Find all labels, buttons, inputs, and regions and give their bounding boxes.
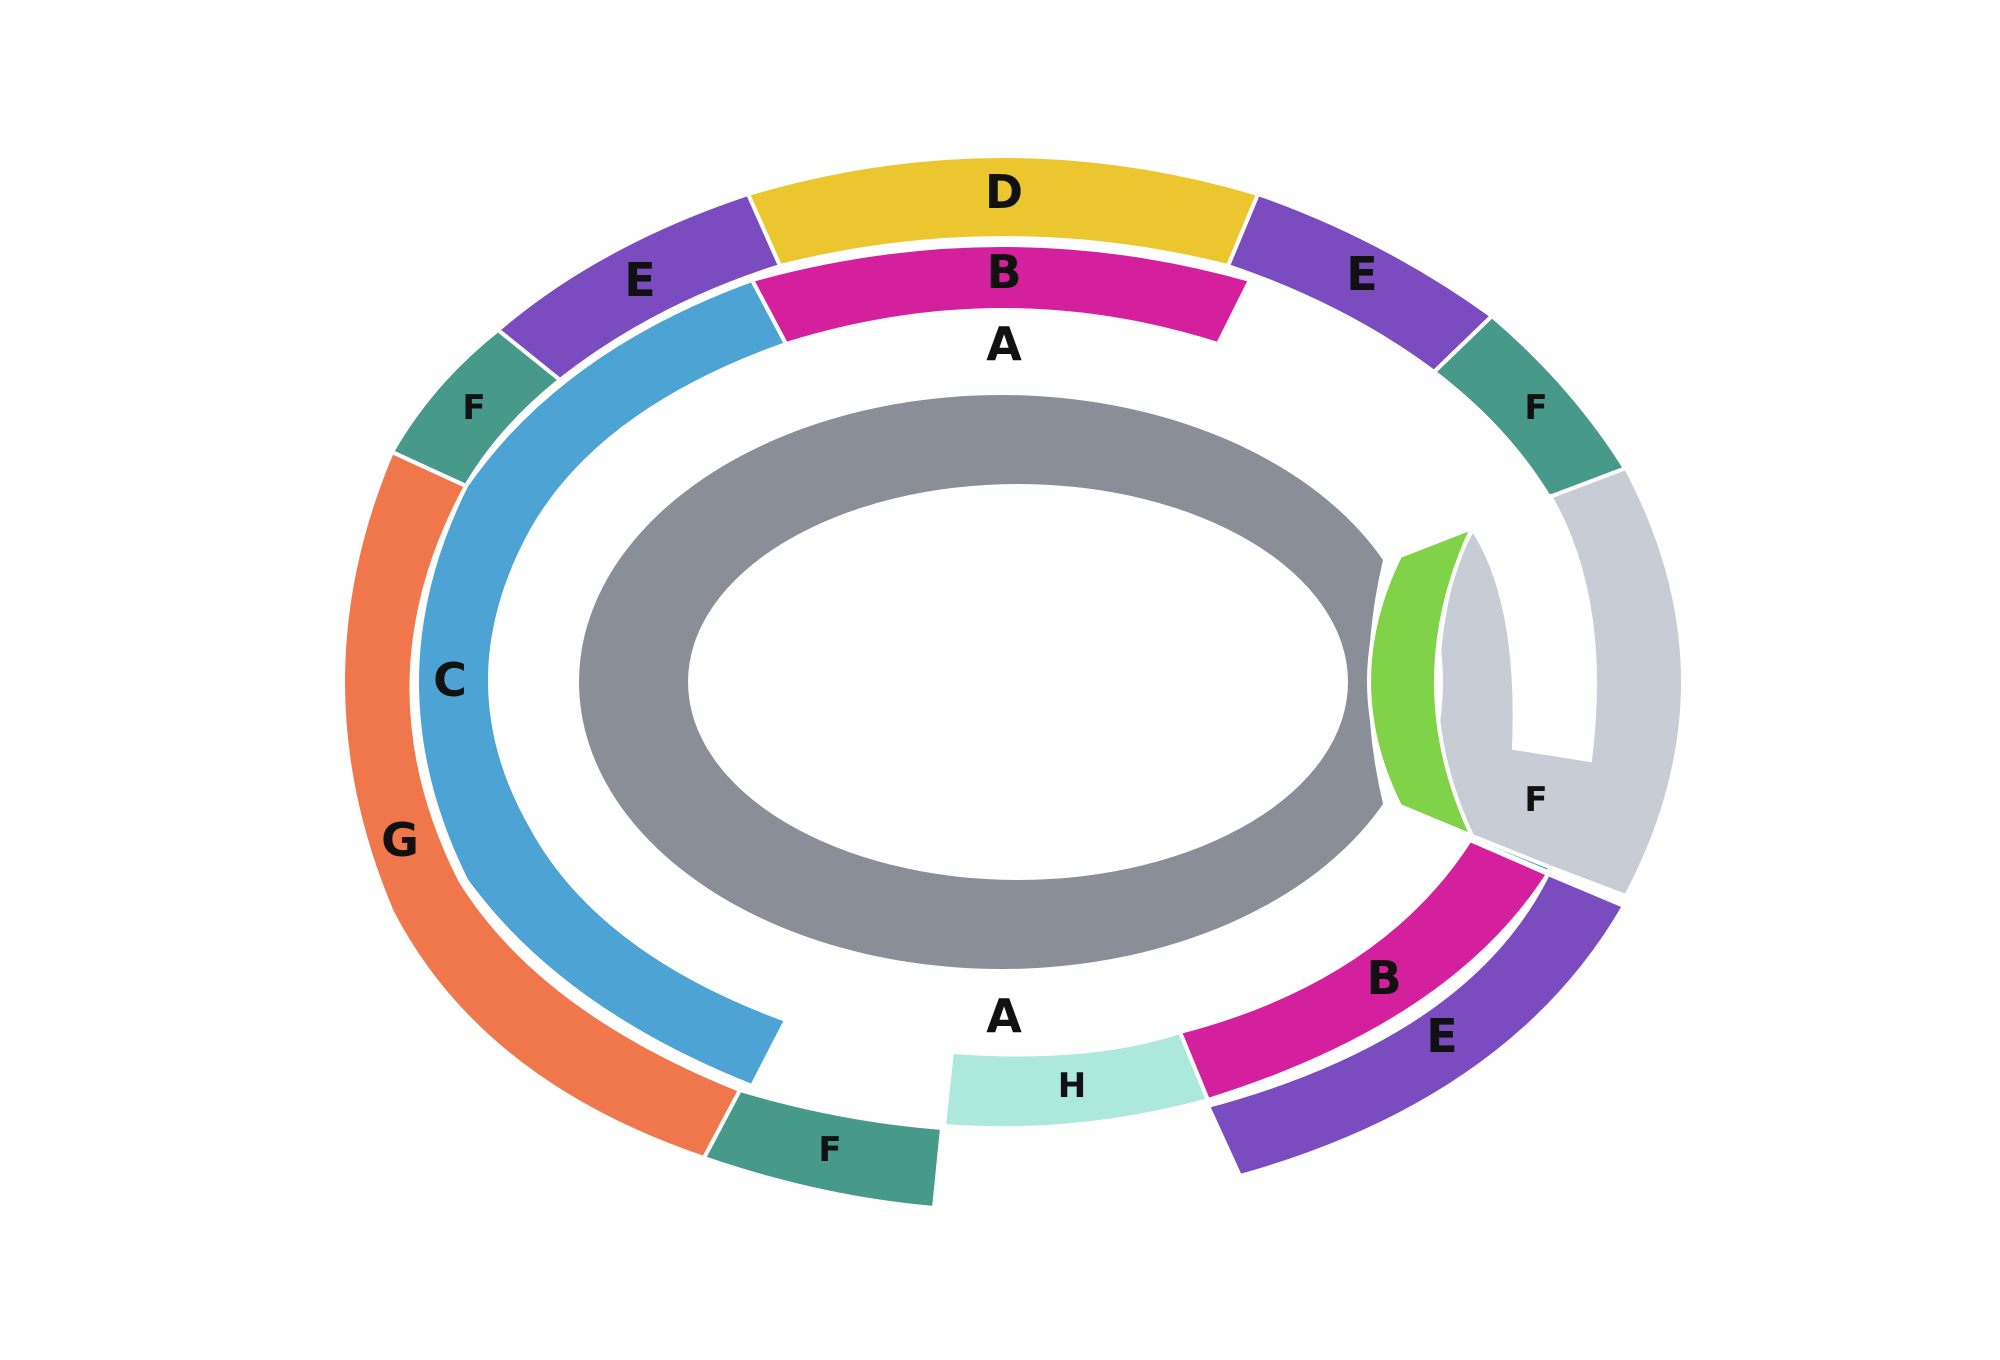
section-e-bottom-right[interactable] <box>1205 871 1627 1179</box>
section-h-label: H <box>1058 1066 1086 1106</box>
section-g-label: G <box>381 813 419 867</box>
aisle-a-bottom-label: A <box>986 989 1022 1043</box>
aisle-a-top-label: A <box>986 317 1022 371</box>
section-e-top-left[interactable] <box>494 191 783 383</box>
section-b-bottom-label: B <box>1366 951 1401 1005</box>
section-f-lower-right-label: F <box>1524 780 1547 820</box>
section-b-top[interactable] <box>749 243 1253 347</box>
section-f-bottom-left[interactable] <box>701 1087 945 1211</box>
section-f-upper-left[interactable] <box>389 327 564 489</box>
section-b-top-label: B <box>986 245 1021 299</box>
section-e-top-right-label: E <box>1346 247 1377 301</box>
section-green-right[interactable] <box>1367 524 1476 840</box>
field-ring <box>579 395 1383 969</box>
section-f-upper-left-label: F <box>462 388 485 428</box>
section-f-upper-right-label: F <box>1524 388 1547 428</box>
section-e-top-left-label: E <box>624 253 655 307</box>
section-d-label: D <box>985 165 1023 219</box>
section-c-label: C <box>433 653 467 707</box>
section-f-bottom-left-label: F <box>818 1130 841 1170</box>
section-e-bottom-label: E <box>1426 1009 1457 1063</box>
